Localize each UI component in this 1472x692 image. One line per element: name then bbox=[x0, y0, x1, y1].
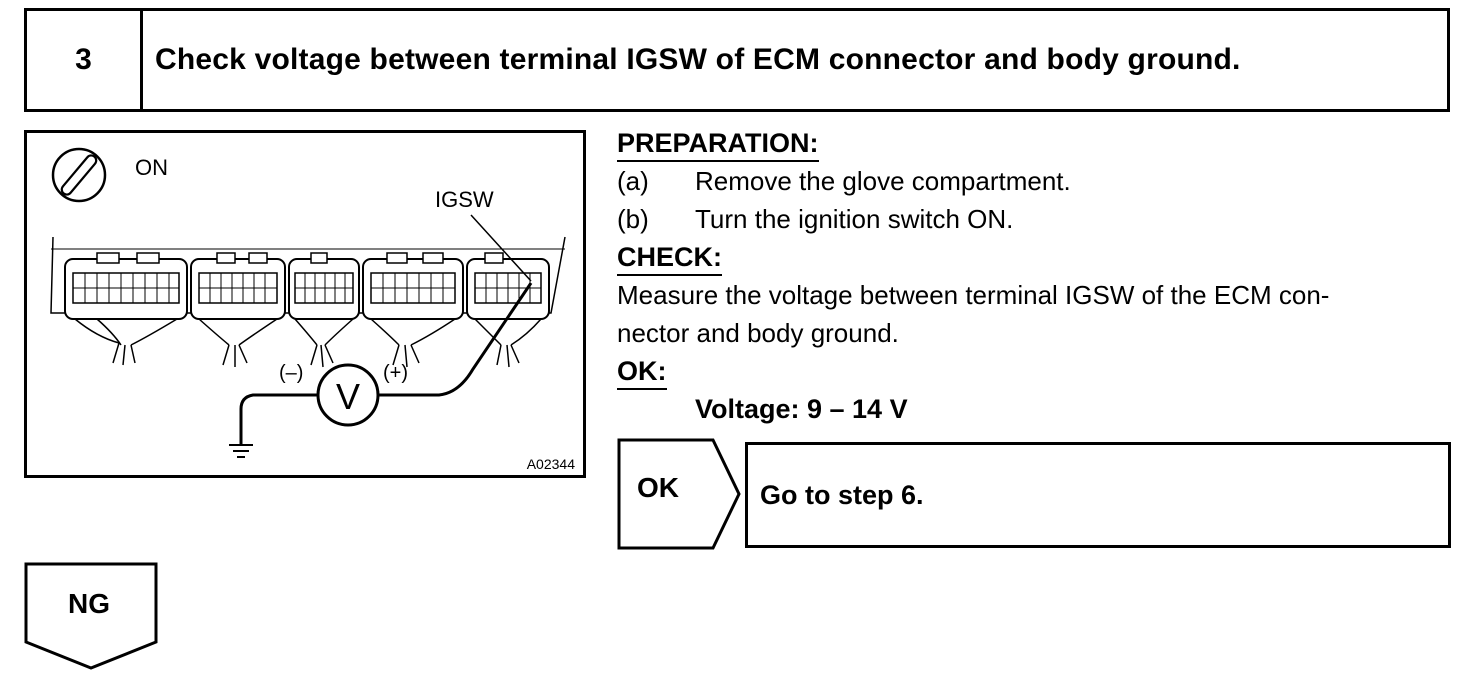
check-heading: CHECK: bbox=[617, 240, 722, 276]
ok-heading: OK: bbox=[617, 354, 667, 390]
step-text: Remove the glove compartment. bbox=[695, 166, 1071, 196]
connector-5 bbox=[466, 252, 550, 320]
preparation-heading: PREPARATION: bbox=[617, 126, 819, 162]
figure-code: A02344 bbox=[527, 456, 575, 472]
instructions: PREPARATION: (a) Remove the glove compar… bbox=[617, 124, 1457, 428]
ng-result: NG bbox=[24, 562, 160, 672]
ng-tag: NG bbox=[68, 588, 110, 619]
step-number: 3 bbox=[27, 11, 143, 109]
wire-harnesses bbox=[74, 318, 542, 368]
connector-3 bbox=[288, 252, 360, 320]
step-letter: (a) bbox=[617, 166, 649, 196]
step-title: Check voltage between terminal IGSW of E… bbox=[155, 43, 1241, 76]
igsw-leader-line bbox=[470, 214, 532, 282]
negative-terminal-label: (–) bbox=[279, 362, 303, 384]
preparation-step: (a) Remove the glove compartment. bbox=[617, 162, 1457, 200]
ok-tag-arrow bbox=[617, 438, 741, 550]
positive-probe-wire bbox=[377, 282, 533, 397]
voltmeter-symbol: V bbox=[336, 376, 360, 417]
step-header: 3 Check voltage between terminal IGSW of… bbox=[24, 8, 1450, 112]
voltmeter-icon bbox=[316, 363, 380, 427]
ecm-connector-diagram: ON IGSW bbox=[50, 147, 575, 472]
ok-action-text: Go to step 6. bbox=[760, 479, 924, 510]
ignition-on-label: ON bbox=[135, 155, 168, 180]
ok-action: Go to step 6. bbox=[745, 442, 1451, 548]
positive-terminal-label: (+) bbox=[383, 362, 408, 384]
ok-tag: OK bbox=[637, 472, 679, 503]
ecm-connector-figure: ON IGSW bbox=[24, 130, 586, 478]
body-ground-icon bbox=[229, 444, 253, 458]
connector-1 bbox=[64, 252, 188, 320]
voltage-spec: Voltage: 9 – 14 V bbox=[695, 394, 908, 424]
check-text-line-2: nector and body ground. bbox=[617, 318, 899, 348]
negative-probe-wire bbox=[239, 393, 319, 445]
check-text-line-1: Measure the voltage between terminal IGS… bbox=[617, 280, 1330, 310]
ng-tag-arrow bbox=[24, 562, 158, 670]
step-text: Turn the ignition switch ON. bbox=[695, 204, 1014, 234]
connector-2 bbox=[190, 252, 286, 320]
igsw-terminal-label: IGSW bbox=[435, 187, 494, 212]
ignition-key-icon bbox=[51, 147, 107, 203]
connector-4 bbox=[362, 252, 464, 320]
step-letter: (b) bbox=[617, 204, 649, 234]
ok-result-row: OK Go to step 6. bbox=[617, 438, 1453, 550]
preparation-step: (b) Turn the ignition switch ON. bbox=[617, 200, 1457, 238]
